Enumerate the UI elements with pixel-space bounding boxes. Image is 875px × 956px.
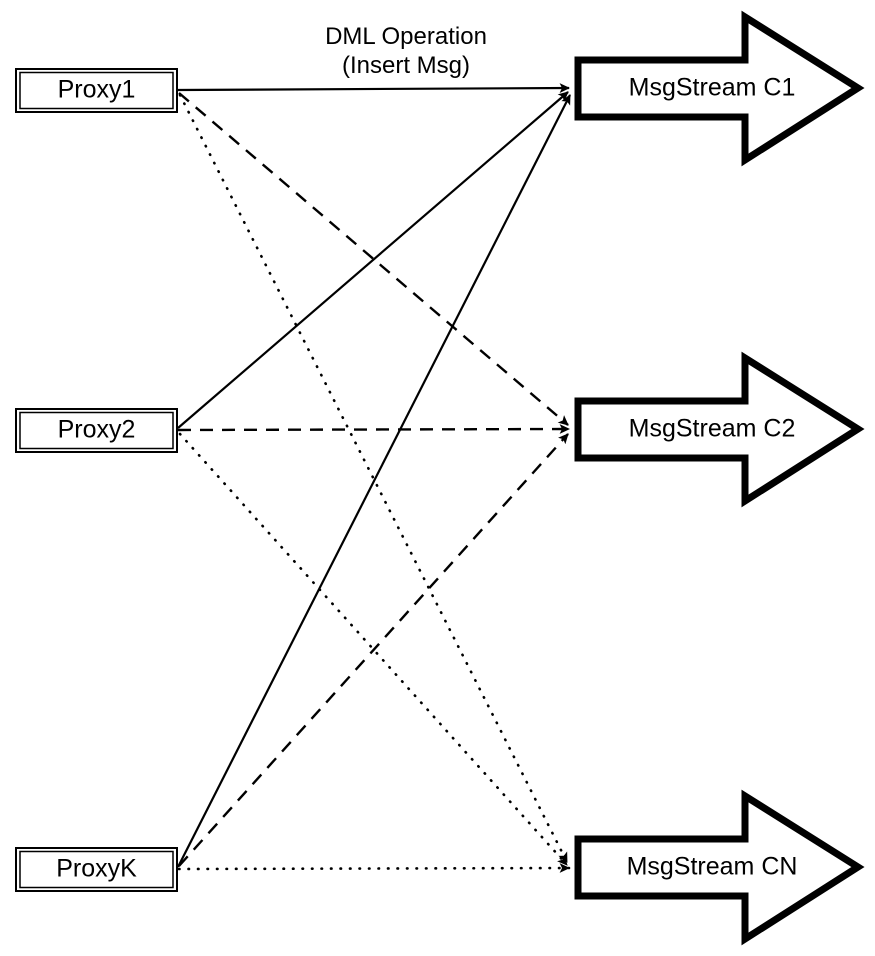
edge-proxyk-to-stream-c1[interactable] (177, 94, 571, 868)
edge-proxy1-to-stream-cn[interactable] (178, 93, 569, 864)
proxy1-label: Proxy1 (58, 76, 136, 104)
edge-label-dml-operation: DML Operation (Insert Msg) (325, 23, 487, 79)
stream-c1-label: MsgStream C1 (629, 74, 796, 102)
stream-c2-arrow-shape[interactable] (574, 351, 865, 508)
proxyk-box-inner (19, 850, 174, 889)
proxy-node-proxyk[interactable]: ProxyK (15, 847, 178, 892)
stream-cn-label: MsgStream CN (627, 853, 798, 881)
edge-proxy2-to-stream-c2[interactable] (177, 424, 570, 434)
edge-proxy1-to-stream-c2[interactable] (178, 92, 569, 426)
proxy2-box-inner (19, 411, 174, 450)
proxy-node-proxy1[interactable]: Proxy1 (15, 68, 178, 113)
edge-proxy2-to-stream-cn[interactable] (178, 432, 569, 867)
proxy1-box-inner (19, 71, 174, 110)
stream-cn-arrow-shape[interactable] (574, 789, 865, 946)
edge-proxyk-to-stream-cn[interactable] (177, 863, 571, 873)
proxyk-label: ProxyK (56, 855, 137, 883)
stream-c2-label: MsgStream C2 (629, 415, 796, 443)
edge-label-line2: (Insert Msg) (342, 52, 470, 79)
edge-proxyk-to-stream-c2[interactable] (178, 433, 569, 867)
edge-label-line1: DML Operation (325, 23, 487, 50)
edge-proxy2-to-stream-c1[interactable] (177, 91, 569, 429)
stream-node-c1[interactable]: MsgStream C1 (574, 10, 865, 167)
stream-c1-arrow-shape[interactable] (574, 10, 865, 167)
stream-node-c2[interactable]: MsgStream C2 (574, 351, 865, 508)
stream-node-cn[interactable]: MsgStream CN (574, 789, 865, 946)
edge-layer (177, 83, 571, 873)
proxy2-label: Proxy2 (58, 416, 136, 444)
edge-proxy1-to-stream-c1[interactable] (177, 83, 570, 93)
proxy-node-proxy2[interactable]: Proxy2 (15, 408, 178, 453)
